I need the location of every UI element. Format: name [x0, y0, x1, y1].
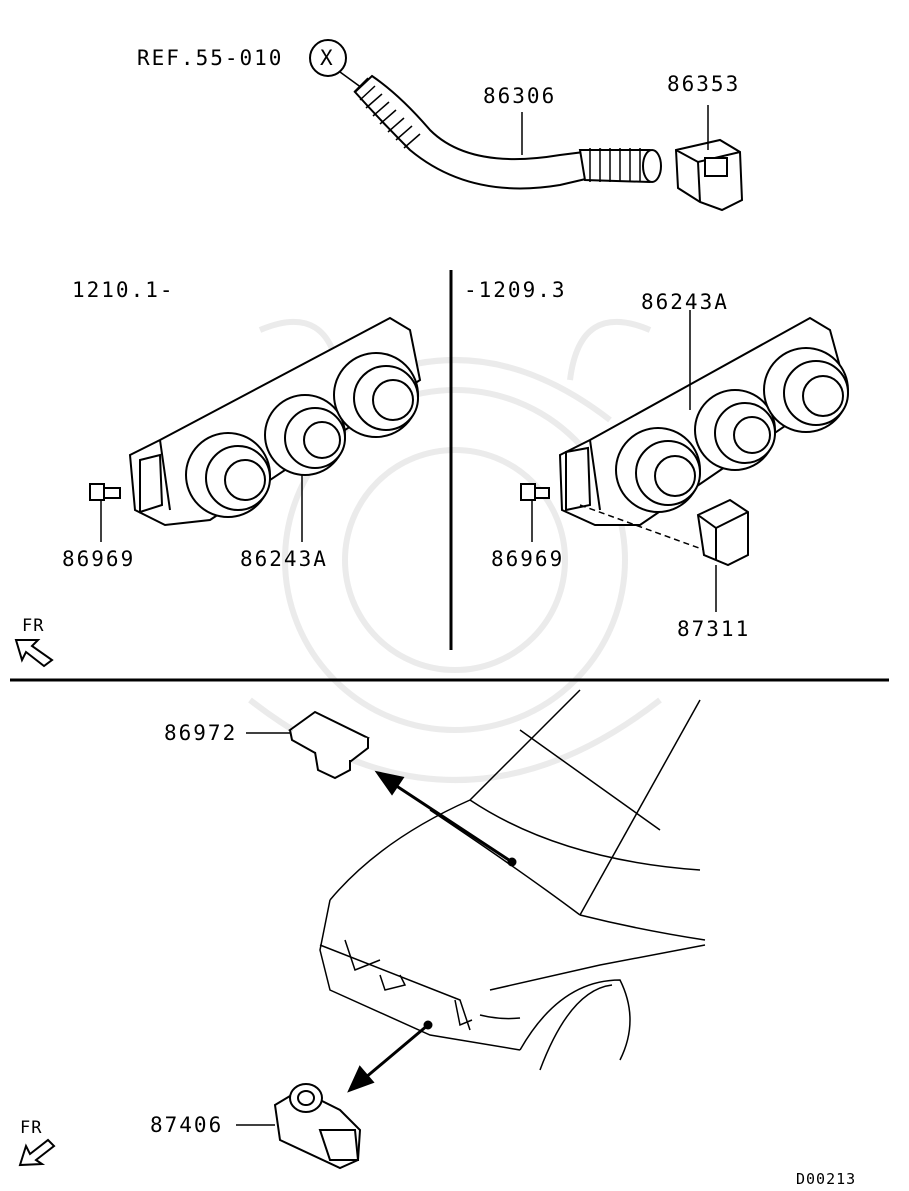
- part-number-control-unit-right: 86243A: [641, 290, 729, 314]
- part-number-duct-connector: 86353: [667, 72, 741, 96]
- car-body: [319, 689, 706, 1071]
- control-unit-right: [558, 310, 849, 553]
- part-number-sensor-cover: 86972: [164, 721, 238, 745]
- ref-callout-letter: X: [320, 46, 333, 70]
- fr-arrow-upper: [14, 639, 54, 668]
- ref-callout-circle: [309, 39, 347, 77]
- control-unit-left: [128, 316, 422, 542]
- fr-arrow-lower: [18, 1138, 56, 1167]
- diagram-code: D00213: [796, 1170, 857, 1188]
- part-number-duct: 86306: [483, 84, 557, 108]
- ref-label: REF.55-010: [137, 46, 284, 70]
- bulb-left-part: [89, 483, 121, 542]
- fr-label-lower: FR: [20, 1118, 43, 1138]
- part-number-control-unit-left: 86243A: [240, 547, 328, 571]
- sensor-cover-part: [246, 710, 370, 780]
- fr-label-upper: FR: [22, 616, 45, 636]
- variant-right: -1209.3: [464, 278, 567, 302]
- part-number-ambient-sensor: 87406: [150, 1113, 224, 1137]
- bulb-right-part: [520, 483, 550, 542]
- duct-part: [339, 71, 662, 190]
- ambient-sensor-part: [236, 1083, 362, 1170]
- pointer-arrows: [347, 770, 517, 1093]
- duct-connector-part: [674, 105, 744, 212]
- sensor-interior-part: [696, 498, 749, 612]
- part-number-bulb-left: 86969: [62, 547, 136, 571]
- variant-left: 1210.1-: [72, 278, 175, 302]
- part-number-bulb-right: 86969: [491, 547, 565, 571]
- part-number-sensor-interior: 87311: [677, 617, 751, 641]
